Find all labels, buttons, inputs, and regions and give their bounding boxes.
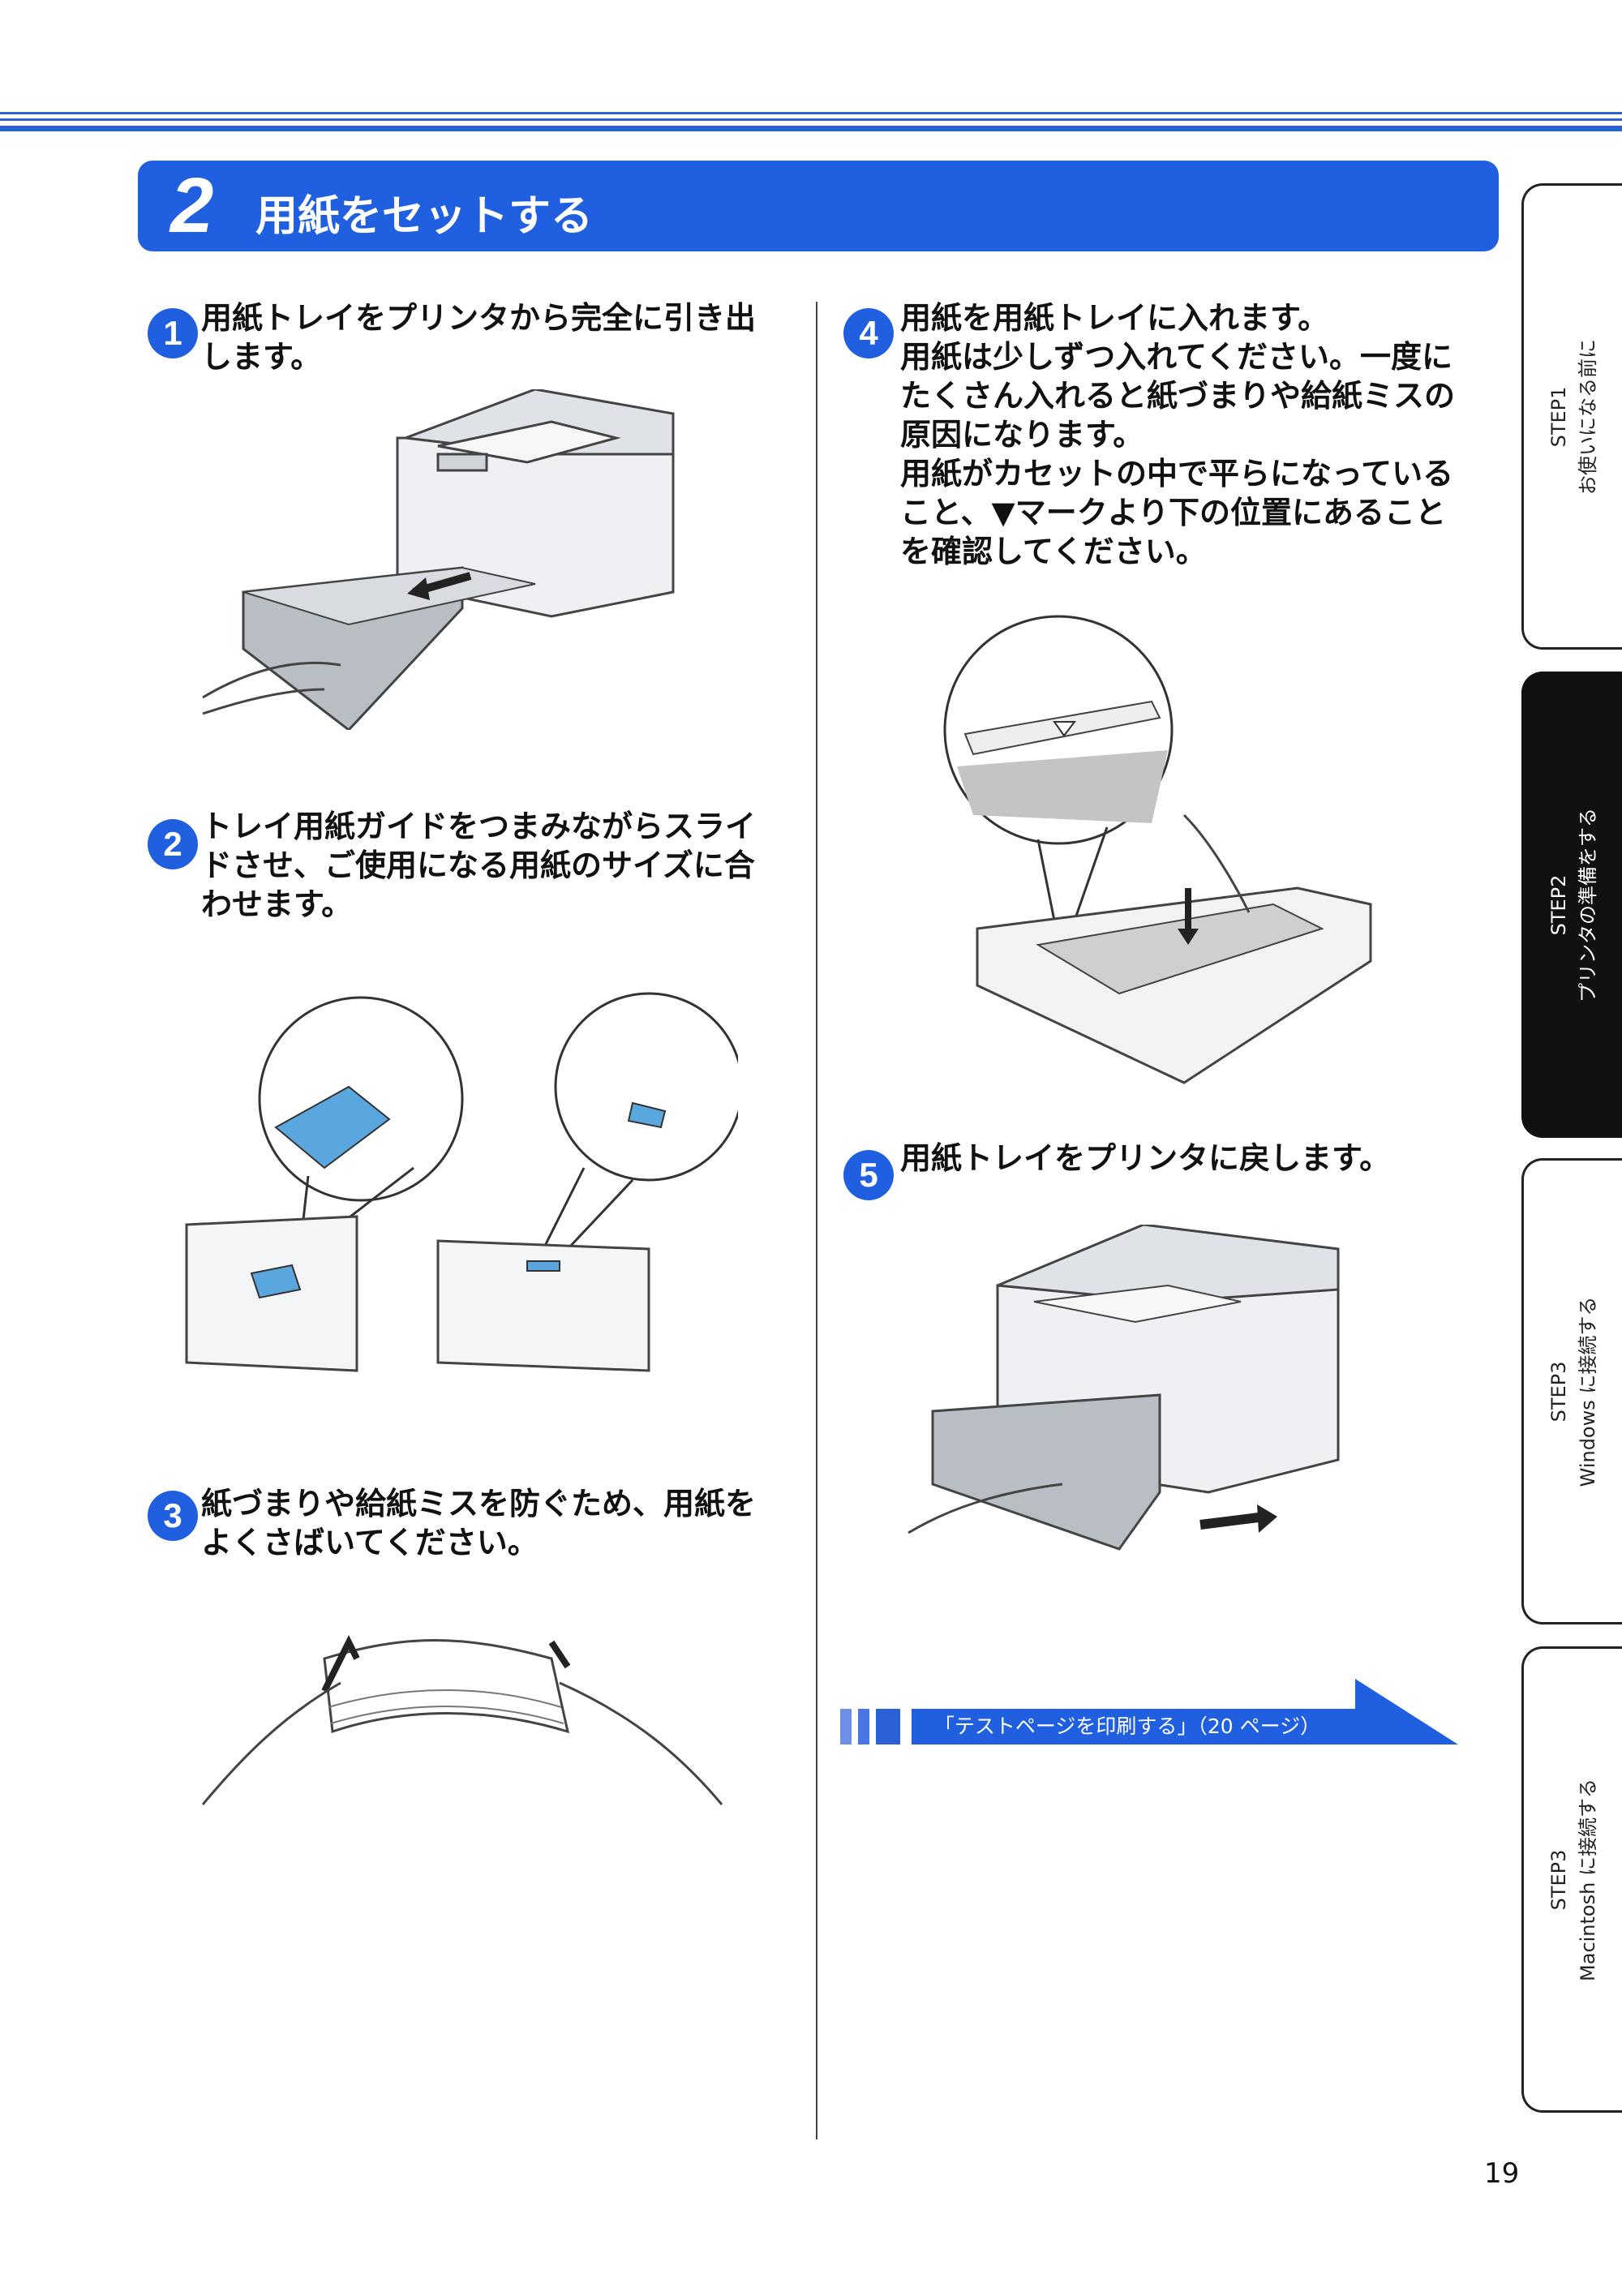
section-header: 2 用紙をセットする [138,161,1499,251]
step-line: します。 [201,339,322,375]
step-line: よくさばいてください。 [201,1525,539,1560]
step-line: わせます。 [201,886,353,922]
header-rule [0,112,1622,114]
load-paper-illustration [943,615,1372,1084]
step-badge-5: 5 [843,1150,894,1200]
step-line: 原因になります。 [900,417,1144,453]
header-rule [0,126,1622,131]
step-1-text: 用紙トレイをプリンタから完全に引き出 します。 [201,298,801,376]
test-page-link[interactable]: 「テストページを印刷する」（20 ページ） [933,1714,1321,1738]
step-badge-4: 4 [843,308,894,358]
step-line: 用紙がカセットの中で平らになっている [900,456,1454,491]
tab-step2[interactable]: STEP2 プリンタの準備をする [1521,672,1622,1138]
step-badge-3: 3 [148,1491,198,1541]
tab-step1[interactable]: STEP1 お使いになる前に [1521,183,1622,650]
step-badge-2: 2 [148,819,198,869]
step-line: 用紙を用紙トレイに入れます。 [900,300,1329,336]
tab-label: お使いになる前に [1576,338,1599,495]
page-number: 19 [1484,2157,1520,2190]
tab-step-label: STEP3 [1547,1361,1570,1422]
step-line: こと、▼マークより下の位置にあること [900,495,1446,530]
tab-label: Macintosh に接続する [1576,1778,1599,1981]
step-line: たくさん入れると紙づまりや給紙ミスの [900,378,1456,414]
column-divider [816,302,817,2139]
step-line: 紙づまりや給紙ミスを防ぐため、用紙を [201,1486,757,1521]
return-tray-illustration [908,1225,1340,1551]
header-rule [0,118,1622,121]
step-4-text: 用紙を用紙トレイに入れます。 用紙は少しずつ入れてください。一度に たくさん入れ… [900,298,1500,571]
tab-label: Windows に接続する [1576,1296,1599,1487]
step-line: 用紙は少しずつ入れてください。一度に [900,339,1453,375]
tab-step3-windows[interactable]: STEP3 Windows に接続する [1521,1158,1622,1624]
printer-pull-tray-illustration [202,389,675,730]
tab-label: プリンタの準備をする [1576,807,1599,1002]
section-title: 用紙をセットする [255,192,594,241]
step-line: 用紙トレイをプリンタから完全に引き出 [201,300,757,336]
tab-step3-macintosh[interactable]: STEP3 Macintosh に接続する [1521,1646,1622,2113]
step-5-text: 用紙トレイをプリンタに戻します。 [900,1139,1500,1178]
step-line: トレイ用紙ガイドをつまみながらスライ [201,809,757,844]
tab-step-label: STEP1 [1547,386,1570,447]
step-2-text: トレイ用紙ガイドをつまみながらスライ ドさせ、ご使用になる用紙のサイズに合 わせ… [201,807,801,924]
tab-step-label: STEP3 [1547,1849,1570,1910]
step-line: 用紙トレイをプリンタに戻します。 [900,1140,1391,1176]
step-badge-1: 1 [148,308,198,358]
link-arrow-graphic [840,1679,1458,1745]
step-3-text: 紙づまりや給紙ミスを防ぐため、用紙を よくさばいてください。 [201,1484,801,1562]
section-number: 2 [170,162,214,249]
fan-paper-illustration [201,1635,723,1805]
step-line: ドさせ、ご使用になる用紙のサイズに合 [201,848,755,883]
tab-step-label: STEP2 [1547,874,1570,935]
step-line: を確認してください。 [900,534,1207,569]
paper-guide-illustration [185,992,738,1372]
